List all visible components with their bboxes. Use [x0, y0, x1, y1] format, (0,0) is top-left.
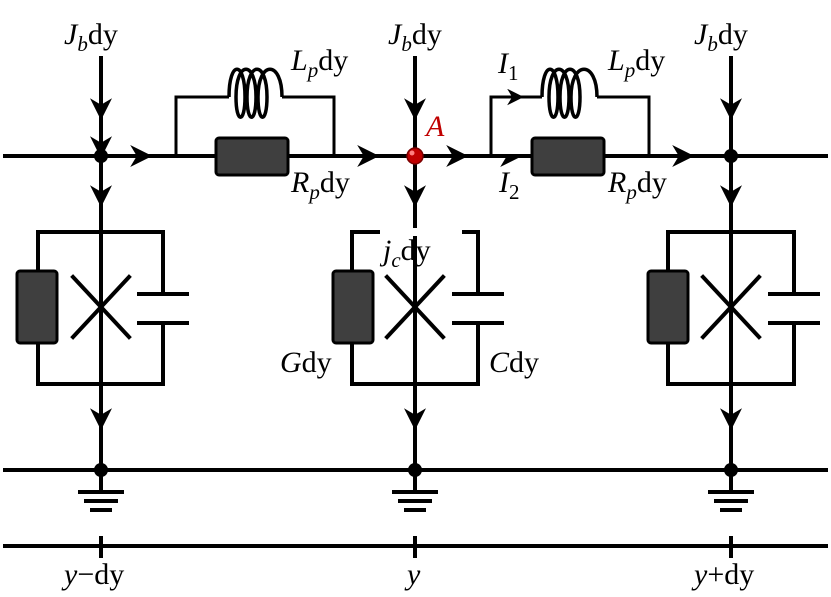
axis-label-y-minus: y−dy: [61, 558, 124, 591]
jj-cross-mid-b: [384, 274, 446, 340]
jj-cross-left-b: [70, 274, 132, 340]
branch-right: [646, 154, 820, 472]
label-jc: jcdy: [379, 234, 431, 272]
label-i1: I1: [497, 47, 519, 85]
label-jb-mid: Jbdy: [388, 18, 442, 56]
node-dot-top-right: [724, 149, 738, 163]
axis-label-y: y: [404, 558, 421, 591]
label-node-a: A: [424, 110, 445, 143]
resistor-g-mid: [331, 269, 375, 345]
branch-mid: [331, 154, 504, 472]
segment-left-lp-rp: [174, 67, 336, 177]
label-rp-left: Rpdy: [290, 166, 350, 204]
label-lp-left: Lpdy: [290, 44, 348, 82]
label-i2: I2: [498, 166, 520, 204]
axis-label-y-plus: y+dy: [691, 558, 754, 591]
label-g: Gdy: [280, 346, 332, 379]
jj-cross-right-b: [700, 274, 762, 340]
label-jb-left: Jbdy: [64, 18, 118, 56]
node-dot-bottom-mid: [408, 463, 422, 477]
segment-right-lp-rp: [489, 67, 651, 177]
resistor-rp-right: [530, 136, 606, 177]
inductor-lp-right: [540, 67, 599, 119]
node-a-highlight: [409, 150, 415, 156]
node-a-dot: [406, 147, 424, 165]
node-dot-bottom-left: [94, 463, 108, 477]
ground-right: [708, 468, 754, 512]
label-rp-right: Rpdy: [607, 166, 667, 204]
label-c: Cdy: [489, 346, 539, 379]
resistor-g-right: [646, 269, 690, 345]
resistor-g-left: [15, 269, 59, 345]
inductor-lp-left: [227, 67, 284, 119]
node-dot-bottom-right: [724, 463, 738, 477]
branch-left: [15, 154, 189, 472]
resistor-rp-left: [214, 136, 290, 177]
label-jb-right: Jbdy: [694, 18, 748, 56]
node-dot-top-left: [94, 149, 108, 163]
label-lp-right: Lpdy: [607, 44, 665, 82]
jc-label-backdrop: [380, 228, 462, 236]
